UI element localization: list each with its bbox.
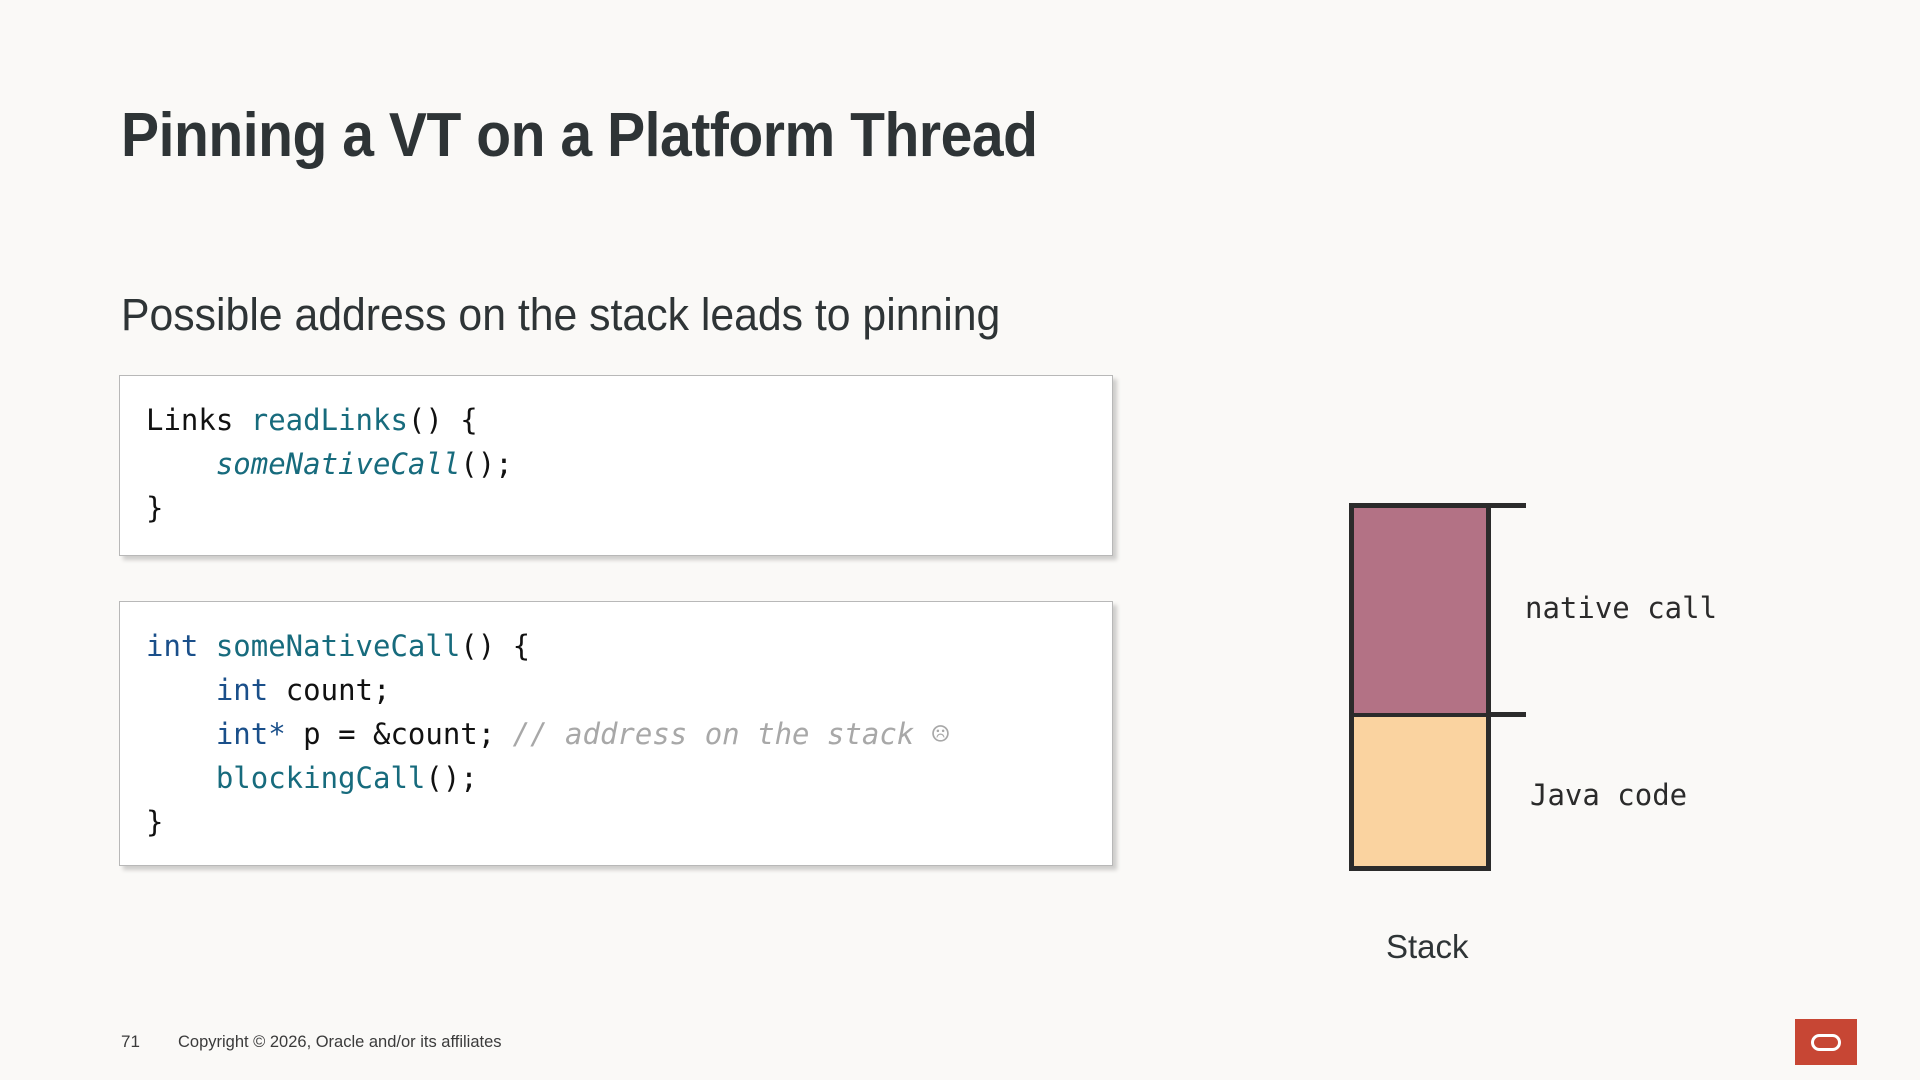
stack-tick-middle [1488,712,1526,717]
stack-tick-top [1488,503,1526,508]
code-block-somenativecall: int someNativeCall() { int count; int* p… [119,601,1113,866]
oracle-logo-mark [1811,1033,1841,1051]
code-block-readlinks: Links readLinks() { someNativeCall(); } [119,375,1113,556]
stack-segment-java-code [1349,714,1491,871]
stack-segment-native-call [1349,503,1491,716]
code-content-somenativecall: int someNativeCall() { int count; int* p… [146,629,950,839]
slide-subtitle: Possible address on the stack leads to p… [121,289,1001,341]
page-number: 71 [121,1032,140,1051]
stack-caption: Stack [1386,928,1469,965]
copyright-notice: Copyright © 2026, Oracle and/or its affi… [178,1032,502,1051]
slide-footer: 71 Copyright © 2026, Oracle and/or its a… [0,1032,1920,1062]
stack-label-java-code: Java code [1530,778,1688,812]
code-content-readlinks: Links readLinks() { someNativeCall(); } [146,403,513,525]
oracle-logo-icon [1795,1019,1857,1065]
page-title: Pinning a VT on a Platform Thread [121,100,1038,170]
stack-diagram: native call Java code [1340,495,1810,915]
stack-label-native-call: native call [1525,591,1718,625]
